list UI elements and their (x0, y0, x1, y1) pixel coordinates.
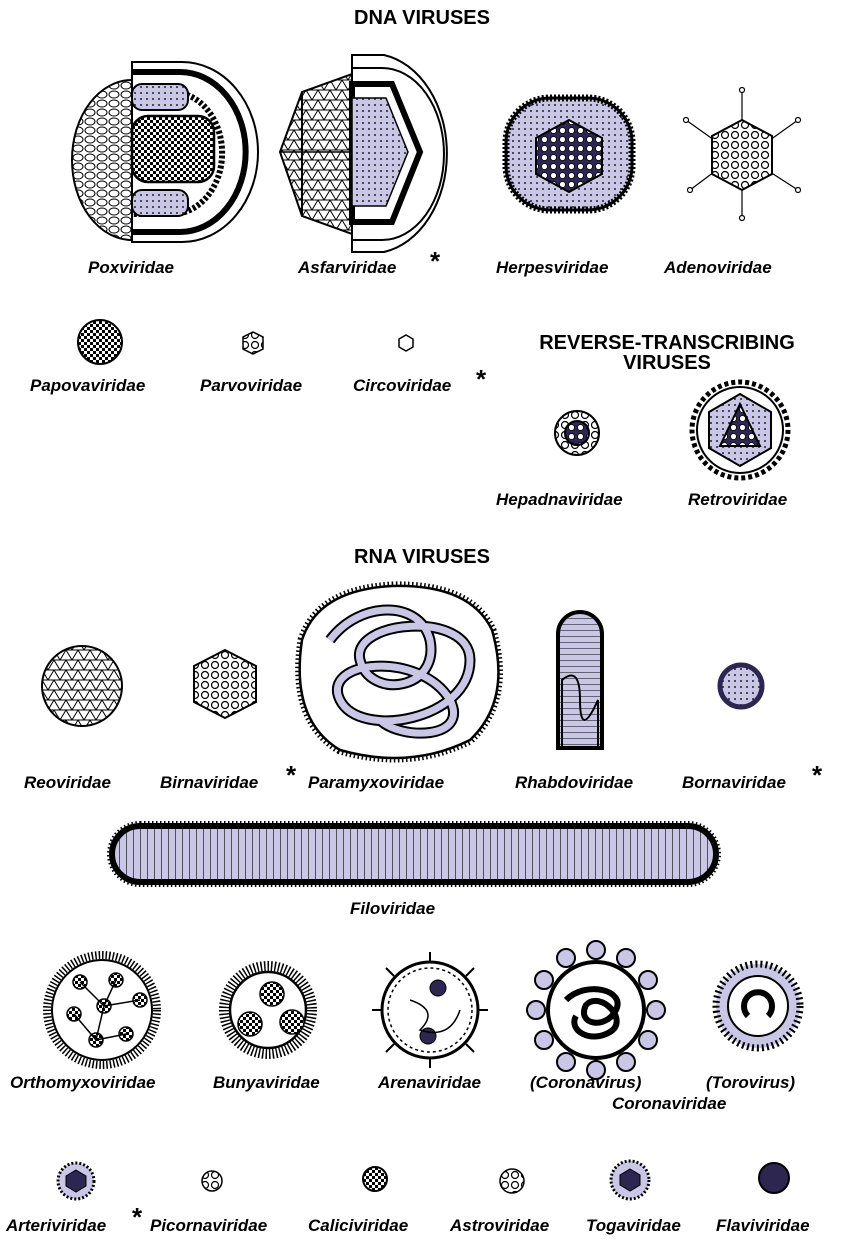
papovaviridae-illustration (78, 320, 122, 364)
rhabdoviridae-illustration (558, 612, 602, 748)
orthomyxoviridae-illustration (47, 955, 157, 1065)
reverse-transcribing-heading-line2: VIRUSES (490, 353, 844, 373)
filoviridae-illustration (108, 822, 720, 886)
label-bornaviridae: Bornaviridae (682, 773, 786, 793)
label-circoviridae: Circoviridae (353, 376, 451, 396)
flaviviridae-illustration (759, 1163, 789, 1193)
coronavirus-illustration (527, 941, 665, 1079)
label-picornaviridae: Picornaviridae (150, 1216, 267, 1236)
asterisk-circoviridae: * (476, 366, 486, 392)
asfarviridae-illustration (280, 55, 447, 252)
arenaviridae-illustration (372, 952, 488, 1068)
label-arenaviridae: Arenaviridae (378, 1073, 481, 1093)
label-coronaviridae: Coronaviridae (612, 1094, 726, 1114)
label-caliciviridae: Caliciviridae (308, 1216, 408, 1236)
label-arteriviridae: Arteriviridae (6, 1216, 106, 1236)
poxviridae-illustration (72, 62, 258, 242)
label-bunyaviridae: Bunyaviridae (213, 1073, 320, 1093)
label-coronavirus: (Coronavirus) (530, 1073, 641, 1093)
label-poxviridae: Poxviridae (88, 258, 174, 278)
paramyxoviridae-illustration (300, 586, 499, 758)
adenoviridae-illustration (684, 88, 801, 221)
label-asfarviridae: Asfarviridae (298, 258, 396, 278)
herpesviridae-illustration (506, 98, 632, 210)
retroviridae-illustration (692, 382, 788, 478)
parvoviridae-illustration (243, 332, 263, 354)
label-togaviridae: Togaviridae (586, 1216, 681, 1236)
togaviridae-illustration (611, 1161, 649, 1199)
label-astroviridae: Astroviridae (450, 1216, 549, 1236)
label-filoviridae: Filoviridae (350, 899, 435, 919)
astroviridae-illustration (500, 1169, 524, 1193)
asterisk-asfarviridae: * (430, 248, 440, 274)
asterisk-bornaviridae: * (812, 762, 822, 788)
birnaviridae-illustration (194, 650, 256, 718)
rna-viruses-heading: RNA VIRUSES (322, 547, 522, 567)
label-paramyxoviridae: Paramyxoviridae (308, 773, 444, 793)
label-herpesviridae: Herpesviridae (496, 258, 608, 278)
label-parvoviridae: Parvoviridae (200, 376, 302, 396)
reverse-transcribing-heading-line1: REVERSE-TRANSCRIBING (490, 333, 844, 353)
label-birnaviridae: Birnaviridae (160, 773, 258, 793)
label-rhabdoviridae: Rhabdoviridae (515, 773, 633, 793)
reoviridae-illustration (42, 646, 122, 726)
label-reoviridae: Reoviridae (24, 773, 111, 793)
picornaviridae-illustration (202, 1171, 222, 1191)
arteriviridae-illustration (58, 1163, 94, 1199)
asterisk-birnaviridae: * (286, 762, 296, 788)
asterisk-arteriviridae: * (132, 1204, 142, 1230)
label-flaviviridae: Flaviviridae (716, 1216, 810, 1236)
label-papovaviridae: Papovaviridae (30, 376, 145, 396)
label-adenoviridae: Adenoviridae (664, 258, 772, 278)
bornaviridae-illustration (720, 665, 762, 707)
bunyaviridae-illustration (224, 966, 312, 1054)
torovirus-illustration (716, 964, 800, 1048)
label-orthomyxoviridae: Orthomyxoviridae (10, 1073, 156, 1093)
circoviridae-illustration (399, 335, 413, 351)
label-retroviridae: Retroviridae (688, 490, 787, 510)
caliciviridae-illustration (363, 1167, 387, 1191)
label-torovirus: (Torovirus) (706, 1073, 795, 1093)
hepadnaviridae-illustration (555, 411, 599, 455)
dna-viruses-heading: DNA VIRUSES (322, 8, 522, 28)
label-hepadnaviridae: Hepadnaviridae (496, 490, 623, 510)
